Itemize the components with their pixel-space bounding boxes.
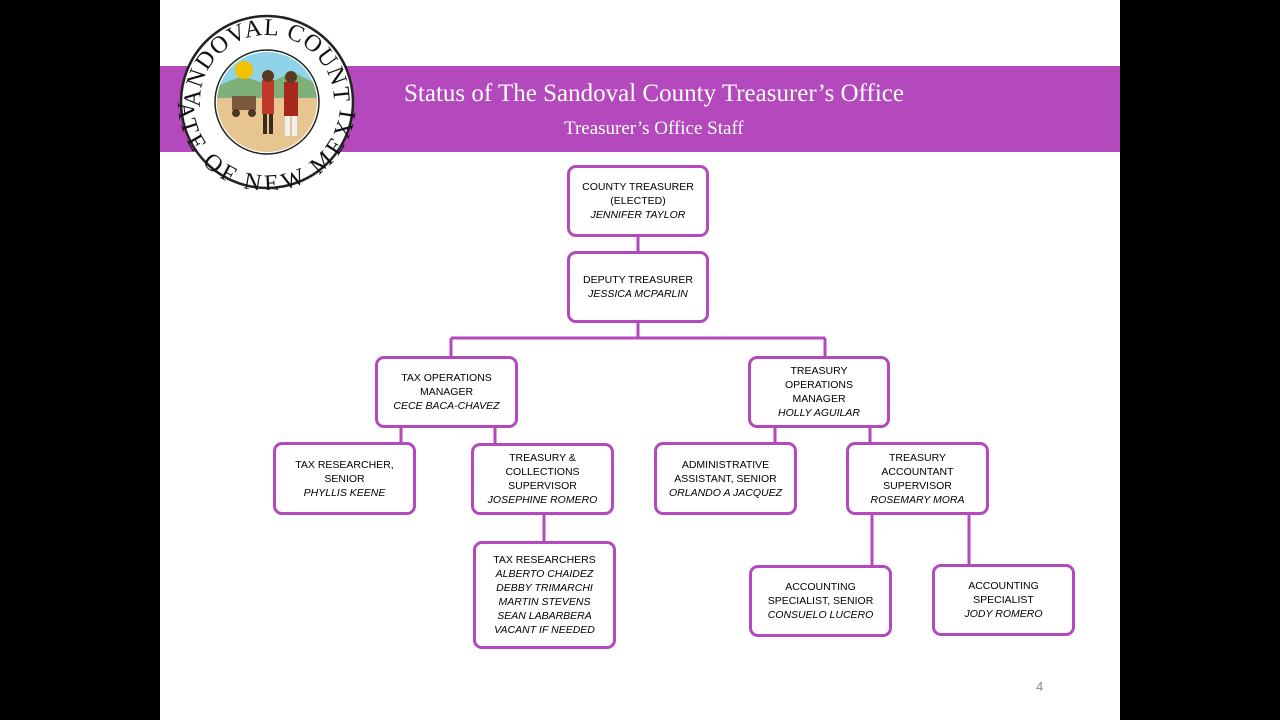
org-person-name: ORLANDO A JACQUEZ [669,486,782,499]
org-box-deputy-treasurer: DEPUTY TREASURER JESSICA MCPARLIN [567,251,709,323]
slide: Status of The Sandoval County Treasurer’… [160,0,1120,720]
org-role-line: (ELECTED) [610,195,666,207]
org-role-line: MANAGER [792,393,846,405]
org-role-line: ADMINISTRATIVE [681,458,770,471]
org-person-name: ALBERTO CHAIDEZ [495,568,594,580]
org-person-name: JESSICA MCPARLIN [588,288,688,300]
org-role-line: SUPERVISOR [508,480,577,492]
slide-title: Status of The Sandoval County Treasurer’… [404,80,904,107]
org-box-tax-operations-manager: TAX OPERATIONS MANAGER CECE BACA-CHAVEZ [375,356,518,428]
org-role-line: SPECIALIST, SENIOR [767,595,874,607]
org-box-accounting-specialist: ACCOUNTING SPECIALIST JODY ROMERO [932,564,1075,636]
org-person-name: ROSEMARY MORA [870,493,965,506]
org-box-accounting-specialist-senior: ACCOUNTING SPECIALIST, SENIOR CONSUELO LUC… [749,565,892,637]
org-role-line: TREASURY [790,365,848,377]
org-box-treasury-operations-manager: TREASURY OPERATIONS MANAGER HOLLY AGUILAR [748,356,890,428]
org-role-line: DEPUTY TREASURER [583,274,693,286]
org-role-line: ASSISTANT, SENIOR [674,472,777,485]
org-chart-connectors [399,236,971,566]
org-box-county-treasurer: COUNTY TREASURER (ELECTED) JENNIFER TAYLOR [567,165,709,237]
slide-subtitle: Treasurer’s Office Staff [564,118,744,139]
org-role-line: TREASURY [889,451,946,464]
org-role-line: ACCOUNTING [968,580,1039,592]
org-person-name: VACANT IF NEEDED [494,624,595,636]
org-role-line: SPECIALIST [973,594,1034,606]
org-role-line: COLLECTIONS [505,466,580,478]
org-role-line: OPERATIONS [784,379,854,391]
org-role-line: TREASURY & [509,452,576,464]
org-role-line: TAX RESEARCHER, [295,458,394,471]
org-role-line: SUPERVISOR [883,479,952,492]
org-person-name: CONSUELO LUCERO [767,609,874,621]
org-role-line: MANAGER [419,386,474,398]
org-person-name: MARTIN STEVENS [498,596,591,608]
org-person-name: PHYLLIS KEENE [303,486,386,499]
page-number: 4 [1036,679,1044,694]
org-person-name: JOSEPHINE ROMERO [487,494,598,506]
org-person-name: DEBBY TRIMARCHI [496,582,593,594]
org-role-line: COUNTY TREASURER [582,181,694,193]
org-person-name: JODY ROMERO [964,608,1043,620]
org-person-name: SEAN LABARBERA [497,610,592,622]
org-role-line: TAX RESEARCHERS [493,554,596,566]
org-role-line: TAX OPERATIONS [401,372,492,384]
org-person-name: HOLLY AGUILAR [778,407,860,419]
org-box-treasury-collections-supervisor: TREASURY & COLLECTIONS SUPERVISOR JOSEPHINE… [471,443,614,515]
org-person-name: JENNIFER TAYLOR [590,209,686,221]
org-person-name: CECE BACA-CHAVEZ [393,400,500,412]
org-role-line: SENIOR [324,472,365,485]
org-role-line: ACCOUNTANT [881,465,954,478]
org-box-tax-researchers: TAX RESEARCHERS ALBERTO CHAIDEZ DEBBY TRIM… [473,541,616,649]
org-role-line: ACCOUNTING [785,581,856,593]
